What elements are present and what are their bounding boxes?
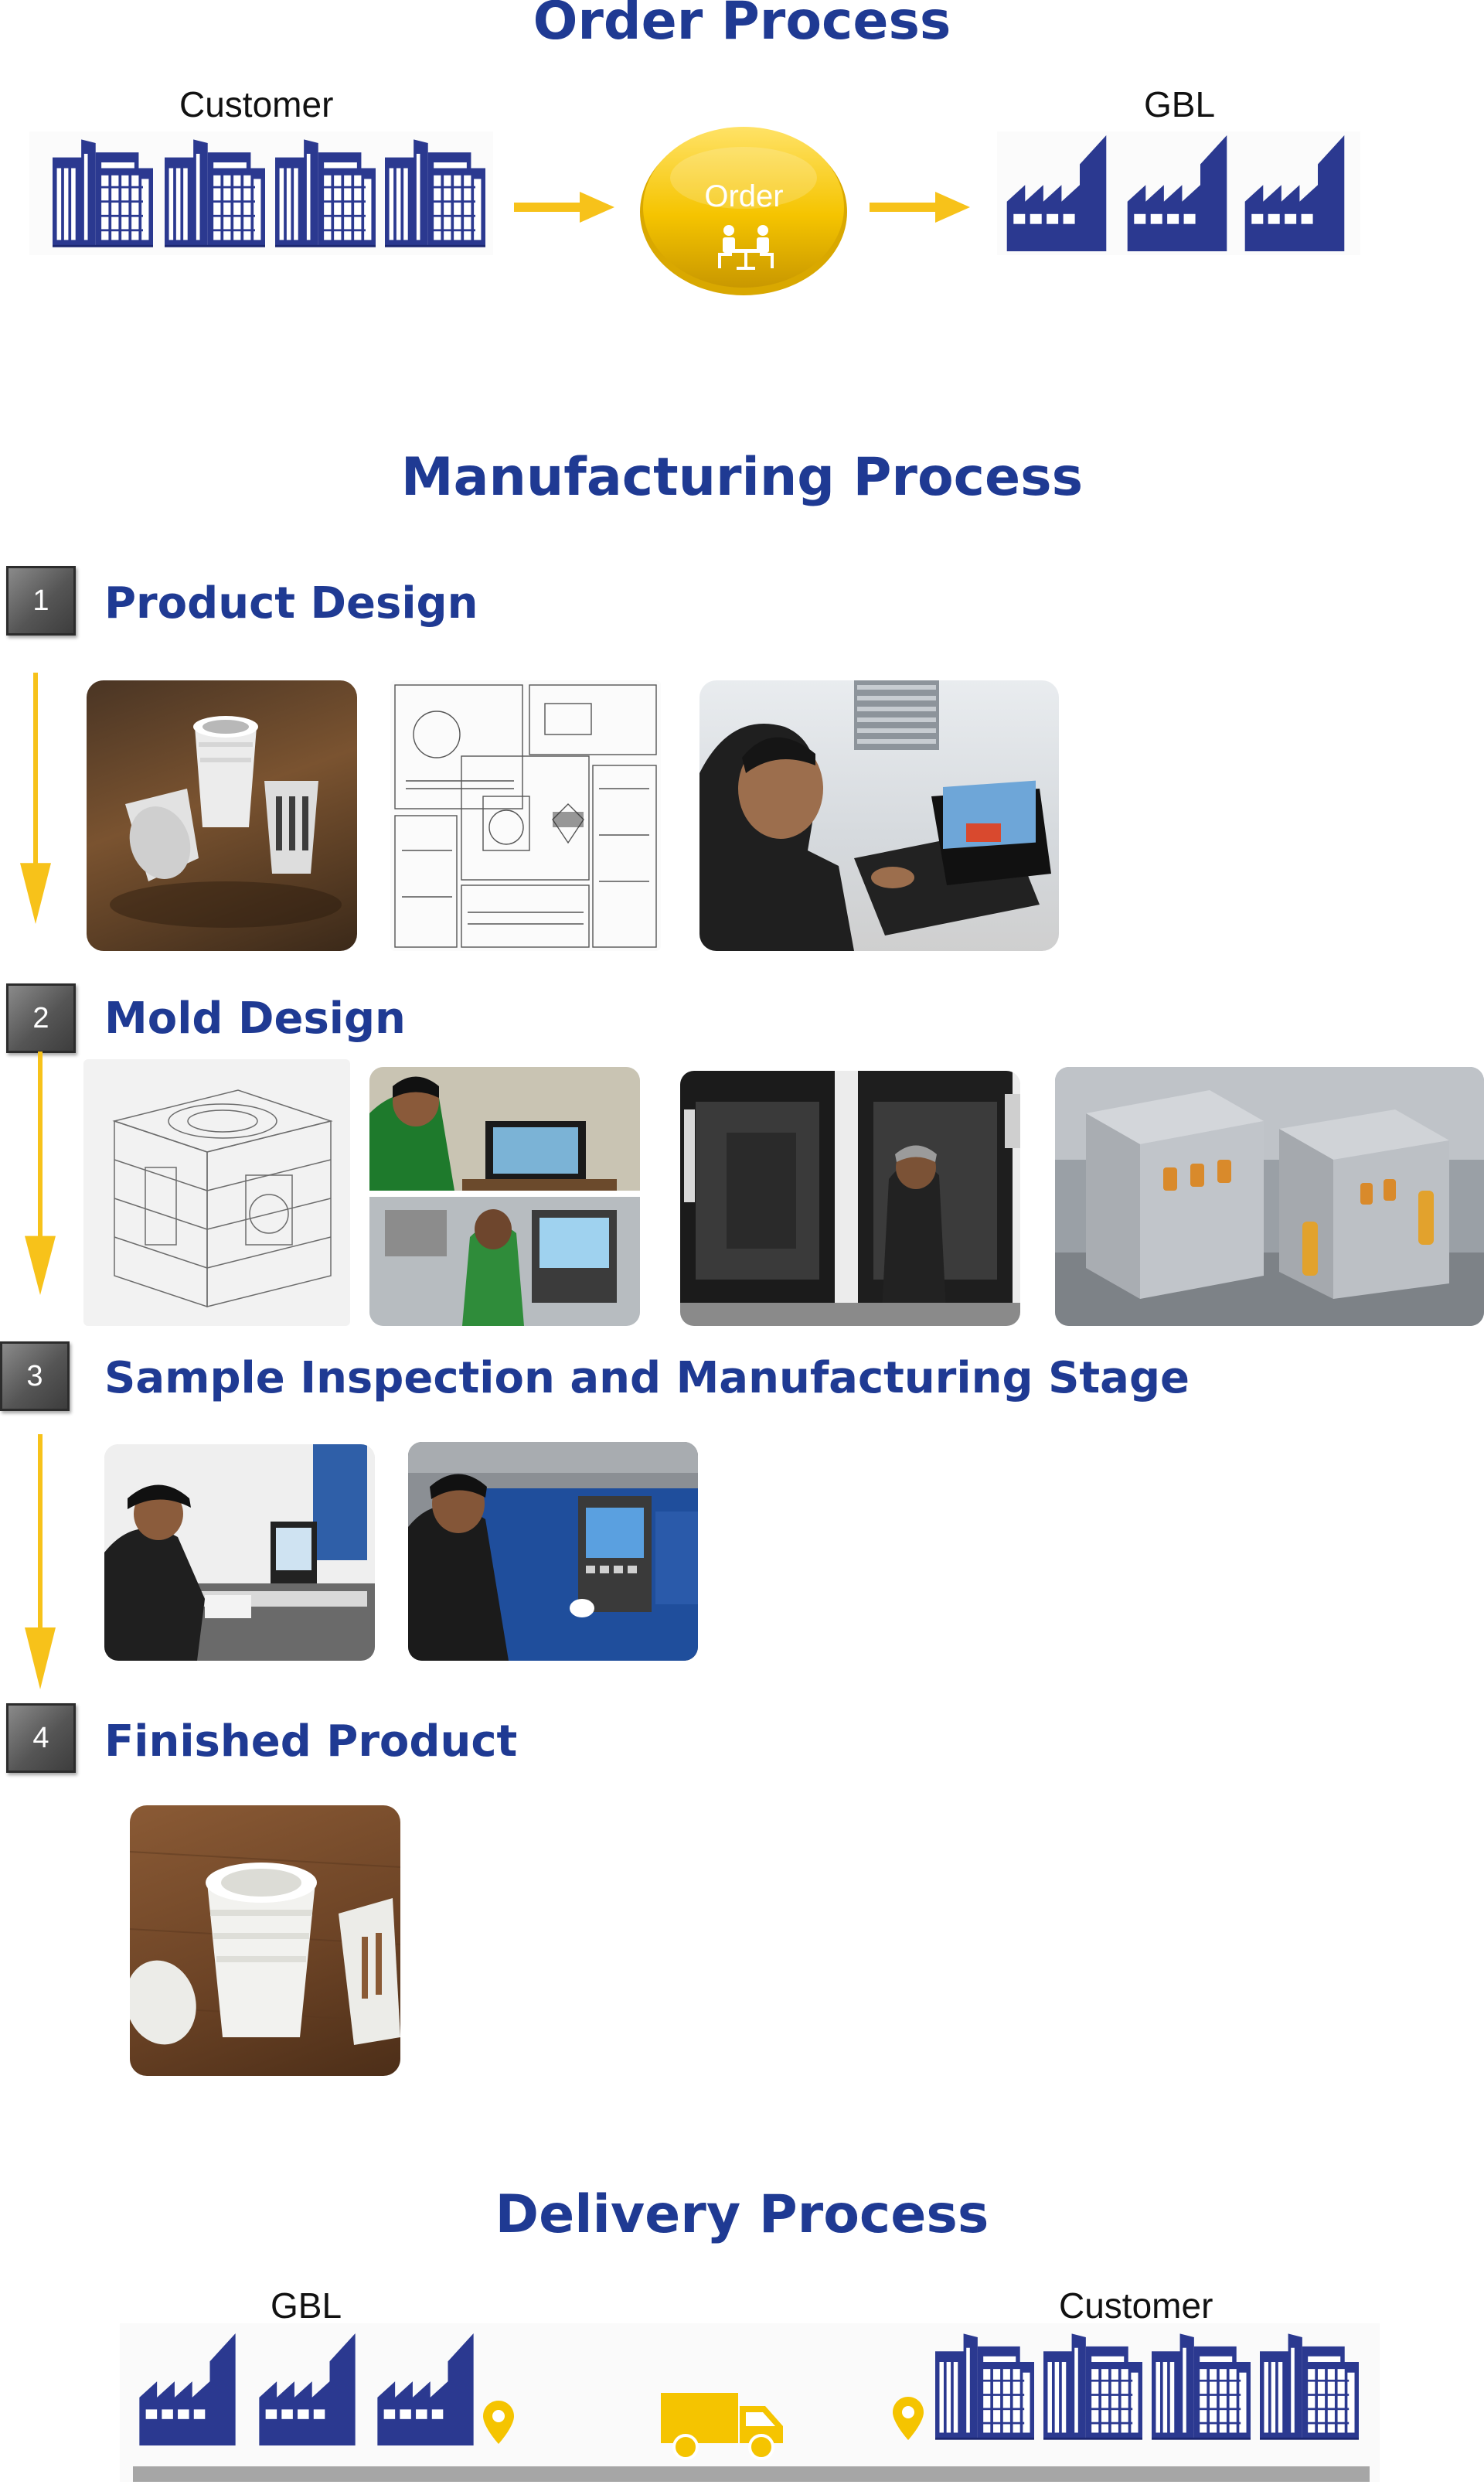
cnc-machines-photo bbox=[680, 1071, 1020, 1326]
manufacturing-process-title: Manufacturing Process bbox=[400, 447, 1084, 508]
customer-buildings-group bbox=[29, 131, 493, 255]
mold-cad-wireframe-photo bbox=[83, 1059, 350, 1326]
office-building-icon bbox=[275, 135, 376, 251]
office-building-icon bbox=[935, 2329, 1034, 2445]
cnc-machines-image bbox=[680, 1071, 1020, 1326]
order-gbl-label: GBL bbox=[1144, 84, 1216, 124]
step-3-badge: 3 bbox=[0, 1341, 70, 1411]
office-building-icon bbox=[53, 135, 153, 251]
step-4-badge: 4 bbox=[6, 1703, 76, 1773]
step-2-title: Mold Design bbox=[104, 993, 406, 1044]
meeting-table-icon bbox=[718, 225, 774, 270]
sample-inspection-image bbox=[104, 1444, 375, 1661]
order-ellipse bbox=[640, 127, 847, 295]
factory-icon bbox=[1244, 135, 1345, 251]
gbl-factories-group bbox=[997, 131, 1360, 255]
finished-molds-photo bbox=[1055, 1067, 1484, 1326]
technical-drawing-photo bbox=[390, 680, 661, 951]
delivery-process-title: Delivery Process bbox=[495, 2184, 989, 2245]
location-pin-icon bbox=[893, 2397, 924, 2440]
step-2-badge: 2 bbox=[6, 983, 76, 1053]
mold-cad-wireframe-image bbox=[112, 1089, 333, 1308]
finished-product-photo bbox=[130, 1805, 400, 2076]
delivery-customer-label: Customer bbox=[1059, 2285, 1213, 2326]
step-4-title: Finished Product bbox=[104, 1716, 518, 1767]
factory-icon bbox=[259, 2333, 356, 2445]
step-1-title: Product Design bbox=[104, 578, 478, 629]
factory-icon bbox=[139, 2333, 236, 2445]
technical-drawing-image bbox=[394, 684, 657, 948]
mold-design-operators-photo bbox=[369, 1067, 640, 1326]
designer-at-laptop-image bbox=[699, 680, 1051, 951]
office-building-icon bbox=[1043, 2329, 1142, 2445]
order-customer-label: Customer bbox=[179, 84, 334, 124]
office-building-icon bbox=[1260, 2329, 1359, 2445]
arrow-right-icon bbox=[870, 192, 970, 223]
order-label: Order bbox=[704, 179, 784, 213]
delivery-truck-icon bbox=[661, 2393, 783, 2460]
office-building-icon bbox=[385, 135, 485, 251]
injection-machine-operator-image bbox=[408, 1442, 698, 1661]
factory-icon bbox=[1006, 135, 1107, 251]
arrow-down-icon bbox=[20, 673, 51, 924]
injection-machine-operator-photo bbox=[408, 1442, 698, 1661]
factory-icon bbox=[377, 2333, 474, 2445]
product-render-image bbox=[110, 716, 342, 928]
office-building-icon bbox=[1152, 2329, 1251, 2445]
finished-molds-image bbox=[1055, 1067, 1484, 1326]
arrow-down-icon bbox=[25, 1051, 56, 1295]
order-process-title: Order Process bbox=[533, 0, 951, 52]
sample-inspection-photo bbox=[104, 1444, 375, 1661]
arrow-right-icon bbox=[514, 192, 614, 223]
delivery-road bbox=[133, 2466, 1370, 2482]
order-node: Order bbox=[638, 124, 850, 298]
location-pin-icon bbox=[483, 2401, 514, 2444]
designer-at-laptop-photo bbox=[699, 680, 1059, 951]
step-1-badge: 1 bbox=[6, 566, 76, 636]
factory-icon bbox=[1127, 135, 1227, 251]
product-render-photo bbox=[87, 680, 357, 951]
step-3-title: Sample Inspection and Manufacturing Stag… bbox=[104, 1353, 1190, 1403]
office-building-icon bbox=[165, 135, 265, 251]
delivery-gbl-label: GBL bbox=[271, 2285, 342, 2326]
arrow-down-icon bbox=[25, 1434, 56, 1689]
mold-design-operators-image bbox=[369, 1067, 640, 1326]
finished-product-image bbox=[130, 1851, 400, 2045]
